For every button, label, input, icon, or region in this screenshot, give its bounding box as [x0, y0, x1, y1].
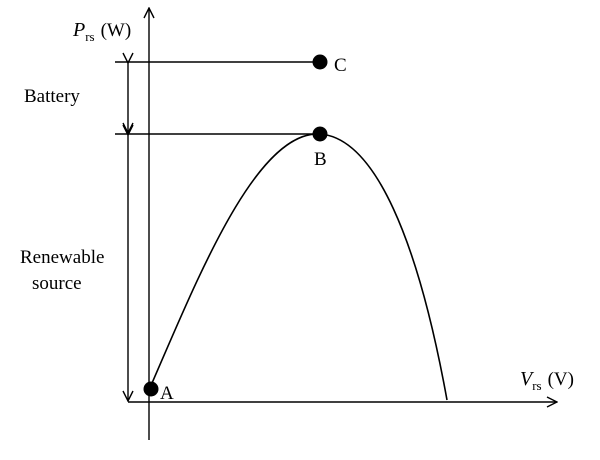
- y-axis-subscript: rs: [85, 29, 94, 44]
- y-axis-label: Prs (W): [72, 19, 131, 44]
- x-axis-unit: (V): [548, 369, 574, 390]
- power-voltage-curve: [148, 133, 448, 401]
- renewable-label-line1: Renewable: [20, 247, 104, 268]
- renewable-label-line2: source: [32, 273, 82, 294]
- x-axis-variable: V: [520, 368, 535, 390]
- x-axis-label: Vrs (V): [520, 368, 574, 393]
- point-a-dot: [143, 381, 159, 397]
- point-a-label: A: [160, 383, 174, 404]
- x-axis-subscript: rs: [532, 378, 541, 393]
- y-axis-unit: (W): [101, 20, 132, 41]
- point-c-label: C: [334, 55, 347, 76]
- point-b-dot: [312, 126, 328, 142]
- point-b-label: B: [314, 149, 327, 170]
- battery-label: Battery: [24, 86, 80, 107]
- point-c-dot: [312, 54, 328, 70]
- y-axis-variable: P: [72, 19, 85, 41]
